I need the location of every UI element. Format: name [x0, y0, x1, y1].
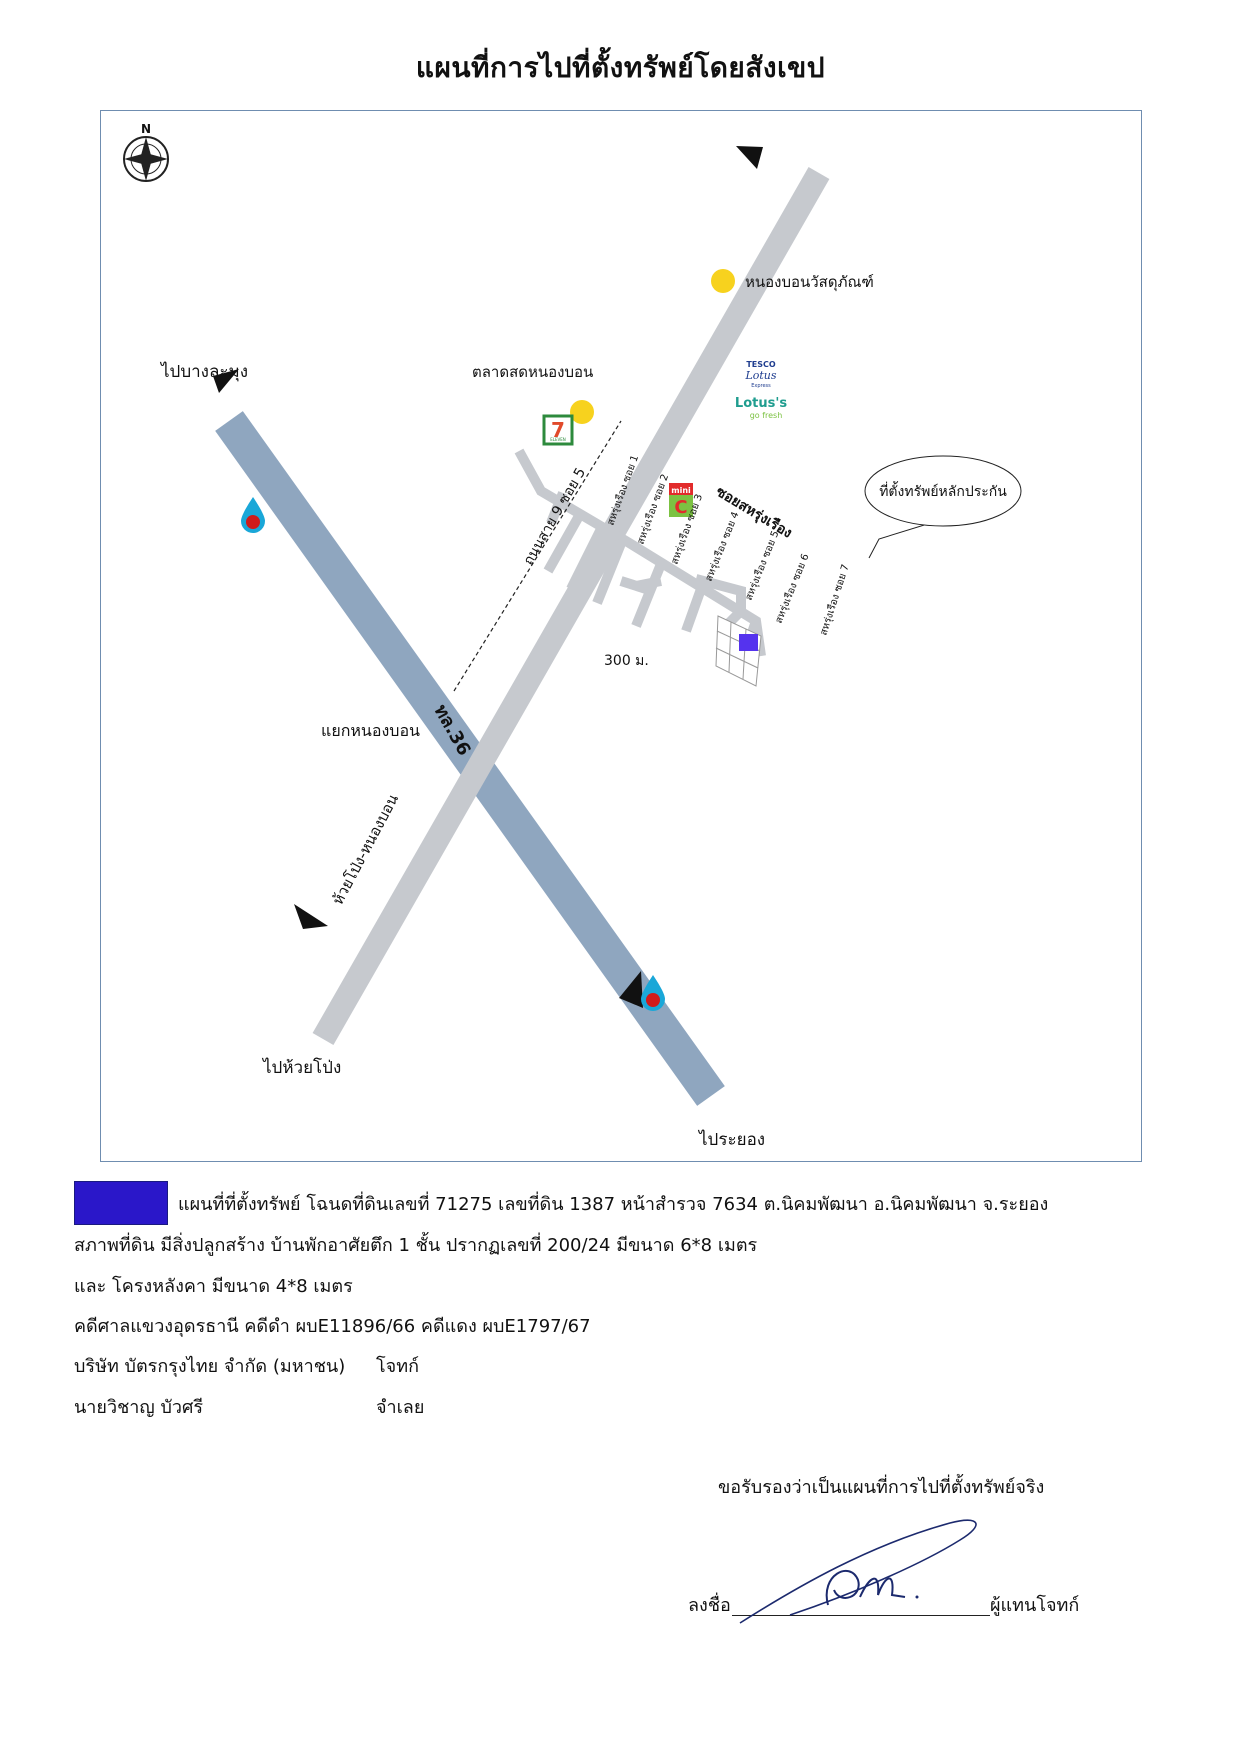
go-fresh-text: go fresh [750, 411, 783, 420]
detail-line-2: สภาพที่ดิน มีสิ่งปลูกสร้าง บ้านพักอาศัยต… [74, 1235, 758, 1256]
label-nong-bon-market: ตลาดสดหนองบอน [472, 363, 593, 381]
arrow-head-icon [294, 904, 328, 929]
defendant-name: นายวิชาญ บัวศรี [74, 1397, 204, 1418]
arrow-head-icon [619, 971, 643, 1008]
mini-big-c-letter: C [674, 497, 687, 518]
soi-branch [566, 526, 606, 592]
soi-branch [543, 513, 584, 574]
soi-branch [631, 562, 666, 628]
certification-text: ขอรับรองว่าเป็นแผนที่การไปที่ตั้งทรัพย์จ… [718, 1477, 1045, 1498]
ptt-fuel-icon [641, 975, 665, 1011]
detail-line-4: คดีศาลแขวงอุดรธานี คดีดำ ผบE11896/66 คดี… [74, 1316, 591, 1337]
label-soi-4: สหรุ่งเรือง ซอย 4 [703, 510, 742, 583]
sign-role: ผู้แทนโจทก์ [990, 1595, 1080, 1616]
soi-branch [694, 574, 746, 616]
compass-icon: N [123, 122, 169, 182]
compass-letter: N [141, 122, 151, 136]
soi-branch [681, 587, 706, 633]
label-soi-6: สหรุ่งเรือง ซอย 6 [773, 552, 812, 625]
label-distance: 300 ม. [604, 653, 649, 669]
seven-eleven-text: ELEVEN [550, 437, 566, 442]
property-callout-bubble [864, 455, 1022, 527]
landmark-dot-icon [570, 400, 594, 424]
property-marker [739, 634, 758, 651]
label-property-callout: ที่ตั้งทรัพย์หลักประกัน [879, 481, 1007, 500]
seven-eleven-logo: 7 ELEVEN [542, 414, 574, 446]
detail-line-3: และ โครงหลังคา มีขนาด 4*8 เมตร [74, 1276, 353, 1297]
map-canvas: N 7 ELEVEN mini C TESCO L [123, 122, 1022, 1150]
soi-saharungrueang [514, 448, 766, 657]
mini-big-c-text: mini [671, 486, 691, 495]
seven-eleven-number: 7 [551, 418, 565, 442]
label-nong-bon-intersection: แยกหนองบอน [321, 721, 420, 740]
distance-line [453, 420, 622, 692]
ptt-fuel-icon [241, 497, 265, 533]
label-to-rayong: ไประยอง [697, 1129, 765, 1150]
signature-line [732, 1615, 990, 1616]
label-road-huai-pong-nong-bon: ห้วยโป่ง-หนองบอน [329, 791, 402, 908]
road-sai9 [312, 167, 830, 1045]
soi-branch [592, 539, 627, 605]
label-soi-7: สหรุ่งเรือง ซอย 7 [817, 563, 851, 637]
signature-mark [739, 1519, 977, 1624]
soi-branch [635, 576, 662, 591]
label-to-huai-pong: ไปห้วยโป่ง [261, 1057, 341, 1078]
tesco-text: TESCO [746, 360, 776, 369]
label-to-bang-lamung: ไปบางละมุง [159, 361, 248, 382]
lotuss-text: Lotus's [735, 396, 787, 411]
lotus-text: Lotus [744, 369, 776, 382]
arrow-head-icon [736, 146, 763, 169]
plaintiff-name: บริษัท บัตรกรุงไทย จำกัด (มหาชน) [74, 1356, 346, 1377]
arrow-head-icon [213, 369, 239, 393]
defendant-role: จำเลย [376, 1397, 425, 1418]
tesco-lotus-logo: TESCO Lotus Express Lotus's go fresh [735, 360, 787, 420]
sign-label: ลงชื่อ [688, 1595, 731, 1616]
property-plots [715, 615, 762, 687]
page-title: แผนที่การไปที่ตั้งทรัพย์โดยสังเขป [415, 51, 826, 84]
legend-swatch [74, 1181, 168, 1225]
landmark-dot-icon [711, 269, 735, 293]
map-frame: N 7 ELEVEN mini C TESCO L [100, 110, 1142, 1162]
label-nong-bon-material: หนองบอนวัสดุภัณฑ์ [745, 273, 874, 292]
mini-big-c-logo: mini C [669, 483, 693, 518]
plaintiff-role: โจทก์ [376, 1356, 419, 1377]
soi-branch [546, 491, 568, 525]
label-soi-5: สหรุ่งเรือง ซอย 5 [743, 529, 782, 602]
express-text: Express [751, 383, 771, 389]
detail-line-1: แผนที่ที่ตั้งทรัพย์ โฉนดที่ดินเลขที่ 712… [178, 1194, 1049, 1215]
